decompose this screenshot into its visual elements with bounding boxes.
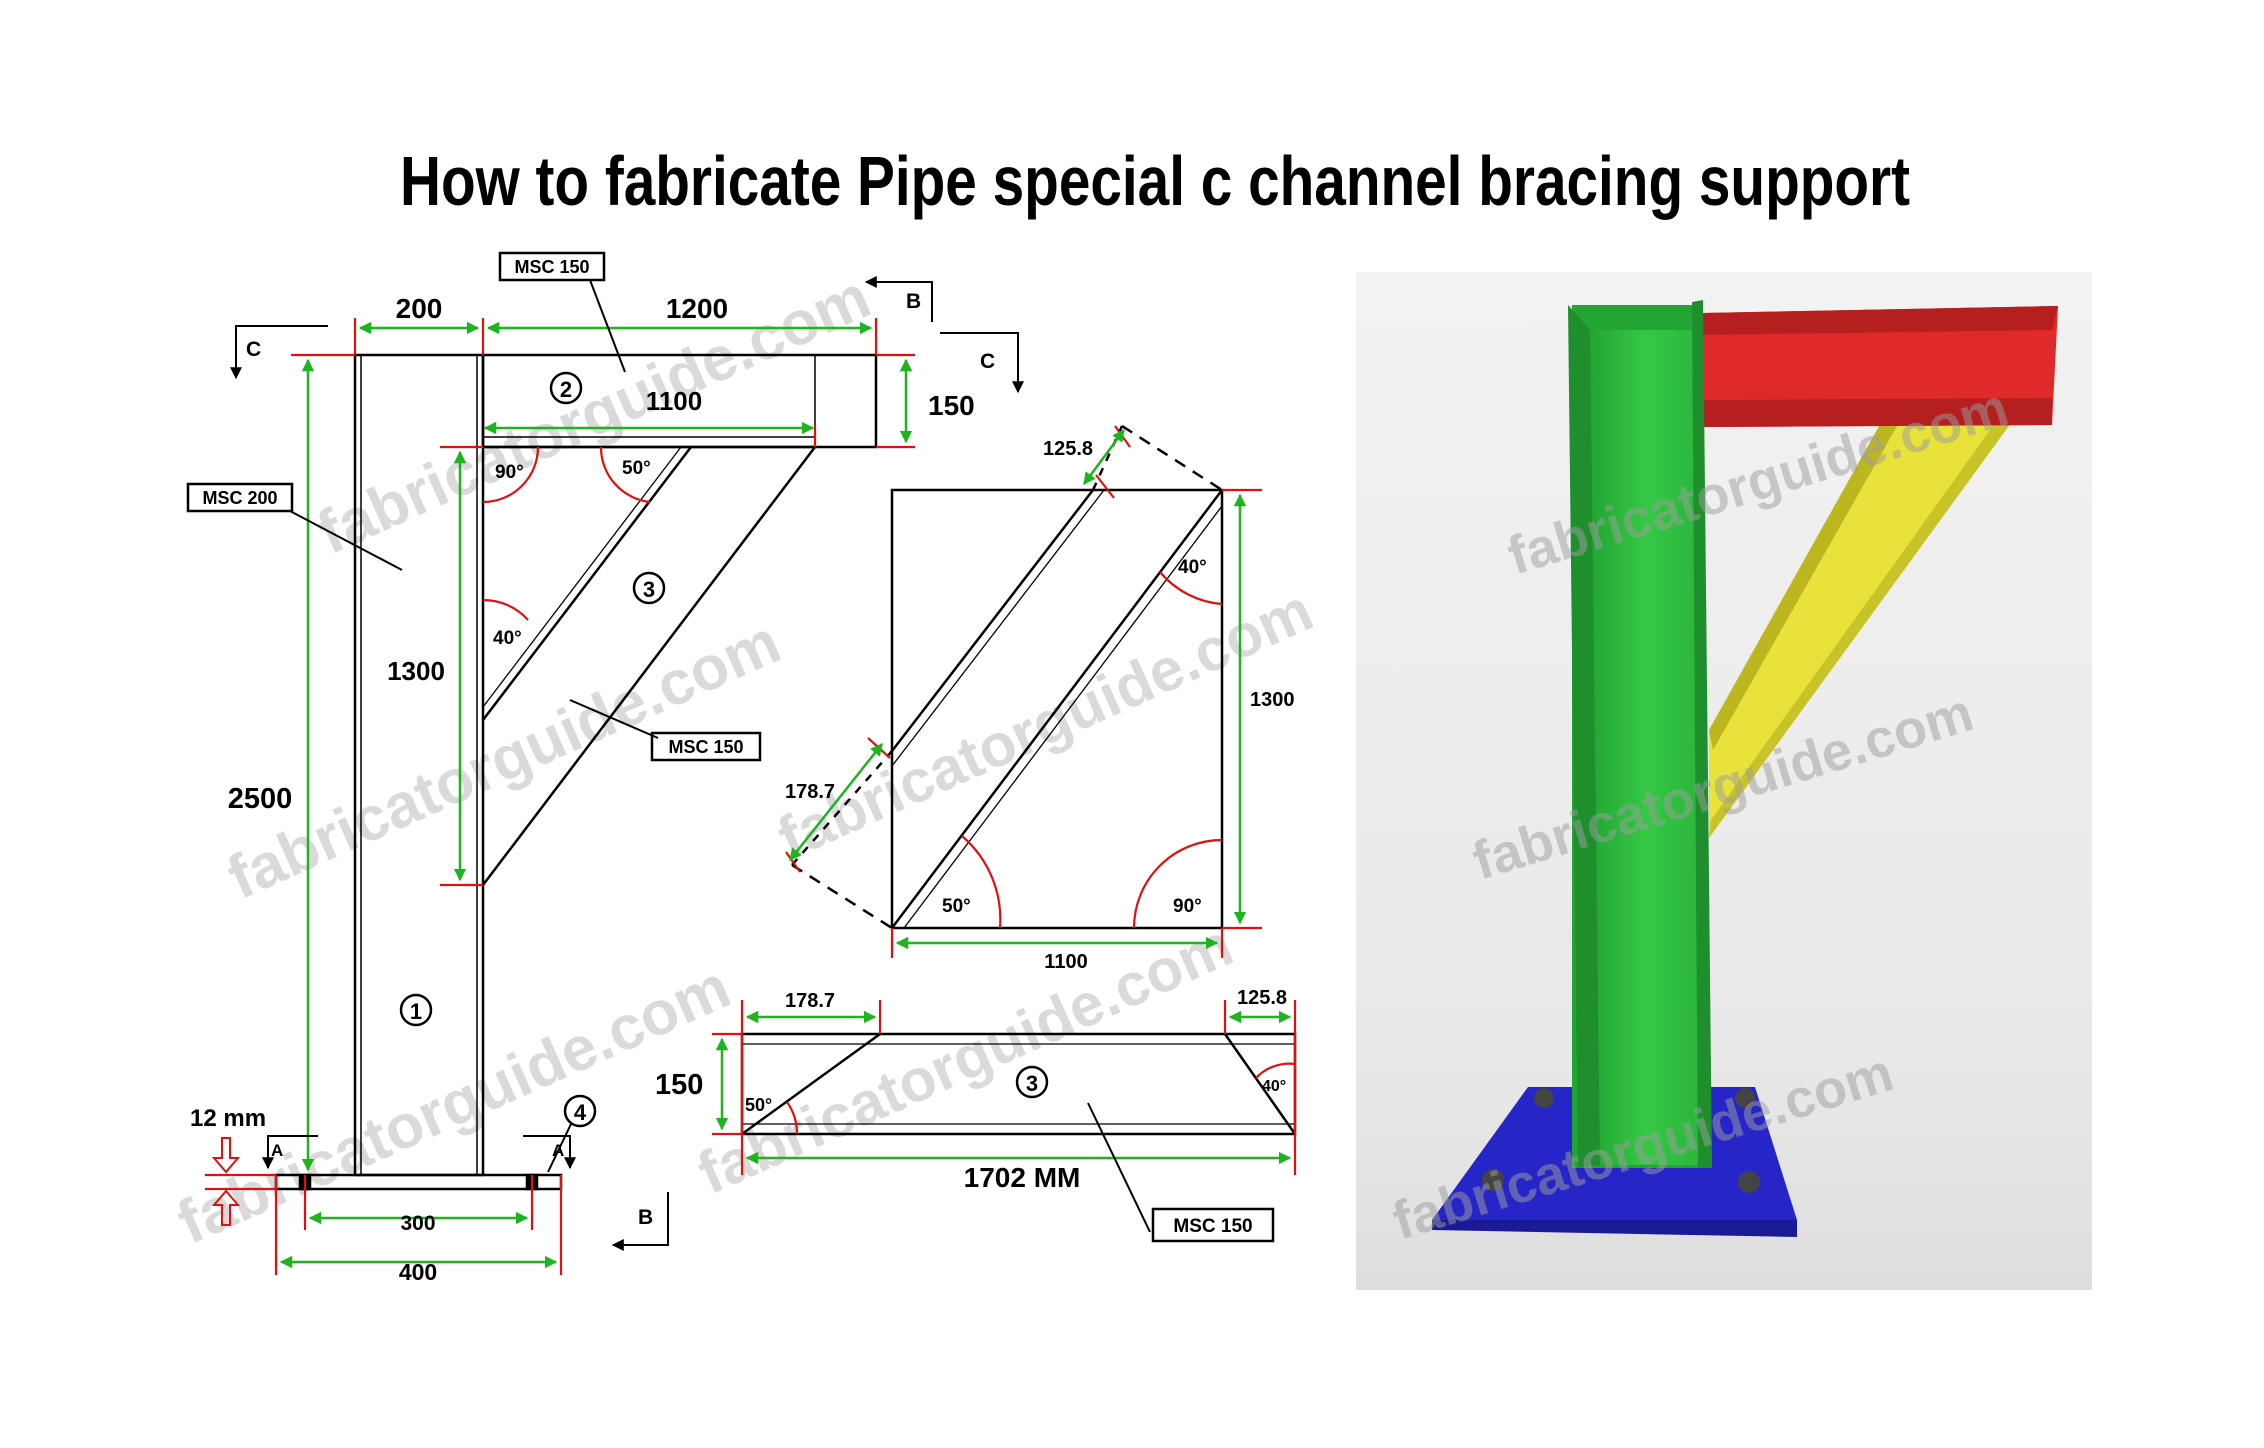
beam-3d-top: [1703, 306, 2058, 335]
dim-total-height: 2500: [228, 783, 293, 815]
layout-frame: [890, 488, 1224, 930]
brace-flange-line: [482, 446, 682, 708]
brace-piece-dimension-lines: [715, 1010, 1292, 1165]
layout-brace-flange: [903, 505, 1223, 929]
tag-brace: MSC 150: [668, 737, 743, 757]
column-3d-flange: [1568, 305, 1600, 1168]
base-plate-3d-edge: [1432, 1220, 1797, 1237]
dim-inner-length: 1100: [646, 386, 702, 416]
dim-layout-width: 1100: [1044, 951, 1087, 973]
render-3d-panel: fabricatorguide.com fabricatorguide.com …: [1356, 272, 2092, 1290]
bolts-3d: [1482, 1088, 1760, 1193]
layout-dimension-lines: [789, 428, 1247, 950]
dim-layout-top-cut: 125.8: [1043, 438, 1093, 460]
layout-angle-arcs: [961, 571, 1223, 929]
dim-plate-width: 400: [399, 1259, 437, 1285]
dim-piece-depth: 150: [655, 1069, 703, 1101]
brace-edge-line: [482, 446, 816, 886]
brace-3d-flange: [1709, 412, 1905, 750]
brace-piece-angle-arcs: [786, 1062, 1296, 1135]
brace-piece-labels: 178.7 125.8 150 1702 MM 50° 40° 3 MSC 15…: [655, 987, 1287, 1243]
bolt: [1735, 1088, 1755, 1108]
section-letters: C C B B A A: [246, 290, 995, 1229]
bolt: [1482, 1169, 1504, 1191]
part-number-3-piece: 3: [1026, 1071, 1038, 1096]
dim-layout-bottom-cut: 178.7: [785, 781, 835, 803]
section-c-right: C: [980, 350, 995, 373]
section-tags: MSC 150 MSC 200 MSC 150: [186, 251, 762, 762]
brace-piece-cut-left: [741, 1032, 881, 1136]
angle-layout-bottom-left: 50°: [942, 896, 971, 917]
tag-brace-piece: MSC 150: [1173, 1216, 1252, 1237]
dim-piece-length: 1702 MM: [964, 1162, 1081, 1193]
layout-brace-flange: [891, 489, 1105, 767]
plate-thickness-arrows: [211, 1137, 241, 1226]
dim-beam-depth: 150: [928, 390, 975, 421]
dim-piece-left-cut: 178.7: [785, 990, 835, 1012]
angle-layout-bottom-right: 90°: [1173, 896, 1202, 917]
dim-layout-height: 1300: [1250, 689, 1295, 711]
angle-side-brace: 40°: [493, 628, 522, 649]
dim-brace-height: 1300: [387, 656, 445, 686]
main-view-labels: 200 1200 1100 150 1300 2500 12 mm 300 40…: [190, 293, 975, 1285]
dim-plate-thickness: 12 mm: [190, 1105, 266, 1132]
dim-piece-right-cut: 125.8: [1237, 987, 1287, 1009]
main-angle-arcs: [482, 446, 651, 621]
column-3d-flange: [1692, 300, 1712, 1168]
part-number-4: 4: [574, 1100, 587, 1125]
section-c-left: C: [246, 338, 261, 361]
layout-brace-edge: [891, 489, 1223, 929]
brace-piece-cut-right: [1223, 1033, 1297, 1135]
section-a-right: A: [552, 1141, 564, 1160]
beam-3d: [1703, 306, 2058, 427]
section-b-bottom: B: [638, 1206, 653, 1229]
brace-edge-line: [482, 446, 692, 721]
angle-top-brace: 50°: [622, 458, 651, 479]
section-markers: [230, 276, 1024, 1251]
angle-piece-right: 40°: [1262, 1078, 1286, 1095]
tag-column: MSC 200: [202, 488, 277, 508]
brace-piece-extension-lines: [712, 1000, 1297, 1175]
part-number-2: 2: [560, 377, 572, 402]
beam-3d-bottom: [1703, 398, 2052, 427]
tag-top-beam: MSC 150: [514, 257, 589, 277]
layout-cut-line: [1091, 425, 1124, 491]
layout-cut-line: [791, 863, 893, 930]
bolt: [1738, 1171, 1760, 1193]
watermark-text: fabricatorguide.com: [308, 262, 881, 567]
page-title: How to fabricate Pipe special c channel …: [400, 142, 1910, 220]
angle-piece-left: 50°: [745, 1095, 772, 1115]
angle-top-left: 90°: [495, 462, 524, 483]
dim-column-width: 200: [396, 293, 443, 324]
main-extension-lines: [205, 318, 915, 1275]
angle-layout-top-right: 40°: [1178, 557, 1207, 578]
section-b-top: B: [906, 290, 921, 313]
part-number-bubbles: 2 3 1 4: [399, 371, 666, 1173]
part-number-1: 1: [410, 999, 422, 1024]
bolt: [1534, 1088, 1554, 1108]
section-a-left: A: [271, 1141, 283, 1160]
layout-cut-line: [1121, 424, 1223, 492]
dim-bolt-spacing: 300: [400, 1212, 435, 1235]
dim-beam-length: 1200: [666, 293, 728, 324]
main-dimension-lines: [279, 321, 913, 1269]
layout-brace-edge: [891, 489, 1094, 752]
brace-layout-view: [791, 424, 1224, 930]
layout-labels: 125.8 178.7 1300 1100 40° 50° 90°: [785, 438, 1295, 973]
brace-3d-flange: [1709, 412, 2019, 838]
column-3d-web: [1590, 330, 1702, 1165]
part-number-3: 3: [643, 577, 655, 602]
